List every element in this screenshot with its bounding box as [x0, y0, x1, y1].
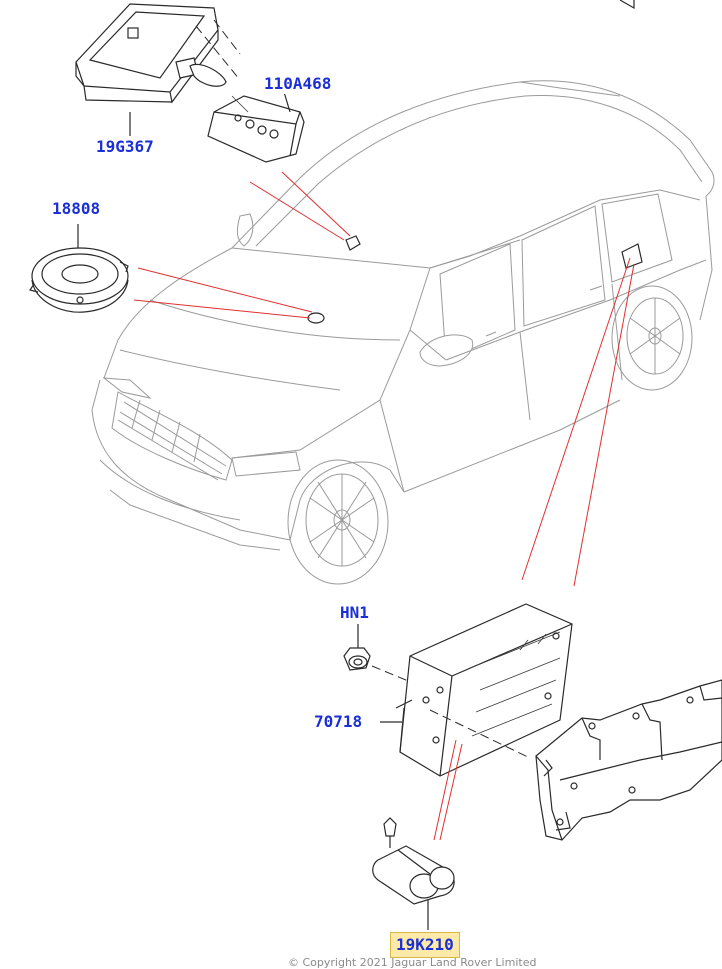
leader-lines — [133, 171, 635, 841]
part-110A468-graphic — [207, 91, 305, 163]
copyright-notice: © Copyright 2021 Jaguar Land Rover Limit… — [288, 956, 537, 969]
leader-line-110A468 — [281, 171, 351, 237]
leader-line-70718-b — [573, 263, 635, 587]
part-label-HN1[interactable]: HN1 — [338, 603, 371, 623]
part-label-110A468[interactable]: 110A468 — [262, 74, 334, 94]
corner-fragment — [619, 0, 635, 10]
mounting-bracket-graphic — [535, 679, 722, 841]
leader-line-18808-b — [133, 299, 311, 319]
part-18808-graphic — [29, 224, 129, 313]
leader-line-19K210-b — [439, 743, 463, 841]
leader-line-70718-a — [521, 257, 631, 581]
leader-line-18808-a — [137, 267, 313, 313]
part-label-19G367[interactable]: 19G367 — [94, 137, 156, 157]
leader-line-19G367 — [249, 181, 345, 241]
leader-line-19K210-a — [433, 739, 457, 841]
part-70718-graphic — [380, 603, 573, 777]
part-label-19K210[interactable]: 19K210 — [390, 932, 460, 958]
part-label-70718[interactable]: 70718 — [312, 712, 365, 732]
part-HN1-graphic — [343, 624, 431, 691]
part-19G367-graphic — [75, 3, 241, 136]
part-label-18808[interactable]: 18808 — [50, 199, 103, 219]
part-19K210-graphic — [372, 817, 455, 930]
vehicle-outline — [91, 80, 715, 585]
